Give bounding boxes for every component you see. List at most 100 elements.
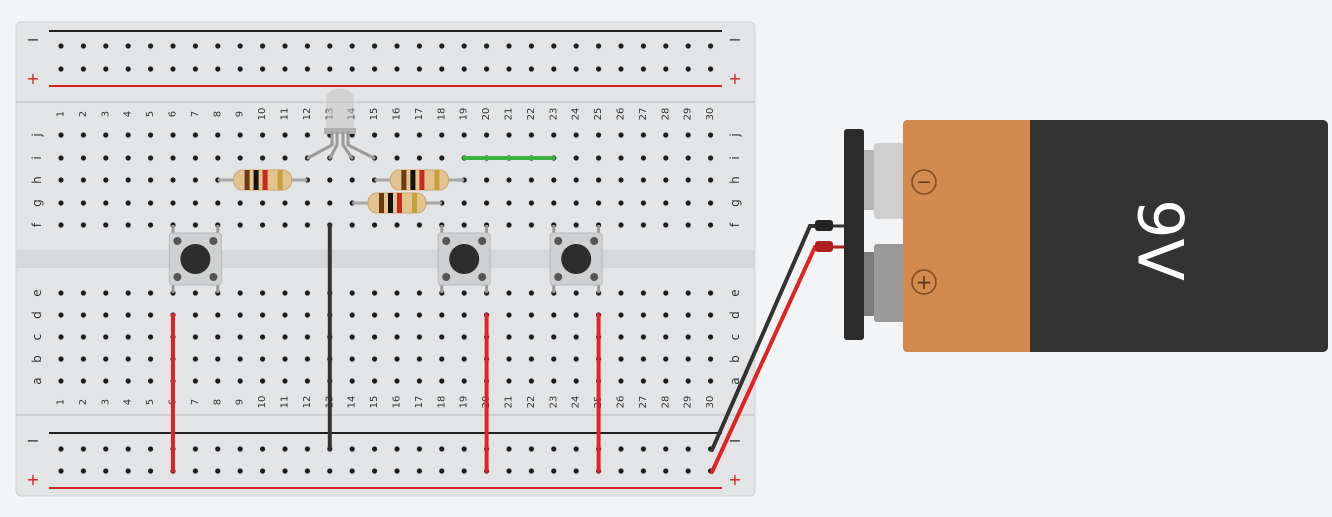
terminal-hole[interactable] [416,290,422,296]
rail-hole[interactable] [640,446,647,452]
terminal-hole[interactable] [349,312,355,318]
rail-hole[interactable] [439,66,445,72]
terminal-hole[interactable] [528,290,535,296]
terminal-hole[interactable] [58,132,64,138]
terminal-hole[interactable] [304,356,310,362]
rail-hole[interactable] [260,446,266,452]
rail-hole[interactable] [708,66,714,72]
rail-hole[interactable] [349,43,355,49]
terminal-hole[interactable] [192,356,198,362]
terminal-hole[interactable] [372,334,378,340]
rail-hole[interactable] [215,446,221,452]
terminal-hole[interactable] [58,290,64,296]
terminal-hole[interactable] [304,378,310,384]
terminal-hole[interactable] [528,177,535,183]
terminal-hole[interactable] [416,356,422,362]
terminal-hole[interactable] [663,356,669,362]
terminal-hole[interactable] [640,200,647,206]
terminal-hole[interactable] [192,378,198,384]
terminal-hole[interactable] [551,334,557,340]
terminal-hole[interactable] [148,200,154,206]
rail-hole[interactable] [551,43,557,49]
terminal-hole[interactable] [237,378,243,384]
terminal-hole[interactable] [260,312,266,318]
terminal-hole[interactable] [618,334,624,340]
terminal-hole[interactable] [484,177,490,183]
terminal-hole[interactable] [461,222,467,228]
terminal-hole[interactable] [685,132,691,138]
terminal-hole[interactable] [80,290,86,296]
terminal-hole[interactable] [439,132,445,138]
rail-hole[interactable] [80,446,86,452]
rail-hole[interactable] [551,446,557,452]
terminal-hole[interactable] [394,290,400,296]
rail-hole[interactable] [125,446,131,452]
terminal-hole[interactable] [260,334,266,340]
rail-hole[interactable] [618,446,624,452]
rail-hole[interactable] [484,43,490,49]
terminal-hole[interactable] [125,200,131,206]
rail-hole[interactable] [349,468,355,474]
terminal-hole[interactable] [103,290,109,296]
terminal-hole[interactable] [125,356,131,362]
terminal-hole[interactable] [58,312,64,318]
terminal-hole[interactable] [148,155,154,161]
terminal-hole[interactable] [461,356,467,362]
terminal-hole[interactable] [304,312,310,318]
rail-hole[interactable] [372,43,378,49]
terminal-hole[interactable] [125,155,131,161]
rail-hole[interactable] [663,446,669,452]
terminal-hole[interactable] [685,312,691,318]
rail-hole[interactable] [685,66,691,72]
rail-hole[interactable] [484,66,490,72]
terminal-hole[interactable] [58,356,64,362]
terminal-hole[interactable] [640,378,647,384]
terminal-hole[interactable] [573,334,579,340]
rail-hole[interactable] [125,468,131,474]
terminal-hole[interactable] [260,222,266,228]
terminal-hole[interactable] [192,312,198,318]
terminal-hole[interactable] [573,356,579,362]
battery-9v[interactable]: −+9V [710,120,1328,474]
terminal-hole[interactable] [170,200,176,206]
rail-hole[interactable] [685,446,691,452]
rail-hole[interactable] [573,468,579,474]
terminal-hole[interactable] [125,222,131,228]
terminal-hole[interactable] [484,132,490,138]
terminal-hole[interactable] [573,155,579,161]
rail-hole[interactable] [506,446,512,452]
terminal-hole[interactable] [640,334,647,340]
terminal-hole[interactable] [304,334,310,340]
rail-hole[interactable] [237,43,243,49]
rail-hole[interactable] [58,66,64,72]
rail-hole[interactable] [506,468,512,474]
terminal-hole[interactable] [663,312,669,318]
terminal-hole[interactable] [506,222,512,228]
rail-hole[interactable] [148,446,154,452]
terminal-hole[interactable] [237,132,243,138]
terminal-hole[interactable] [685,222,691,228]
terminal-hole[interactable] [416,132,422,138]
terminal-hole[interactable] [80,132,86,138]
terminal-hole[interactable] [103,155,109,161]
terminal-hole[interactable] [80,378,86,384]
terminal-hole[interactable] [708,155,714,161]
rail-hole[interactable] [192,43,198,49]
terminal-hole[interactable] [58,334,64,340]
terminal-hole[interactable] [237,356,243,362]
terminal-hole[interactable] [125,378,131,384]
terminal-hole[interactable] [148,312,154,318]
resistor-2[interactable] [374,169,465,191]
terminal-hole[interactable] [80,356,86,362]
terminal-hole[interactable] [618,312,624,318]
rail-hole[interactable] [80,66,86,72]
terminal-hole[interactable] [170,132,176,138]
terminal-hole[interactable] [708,334,714,340]
terminal-hole[interactable] [192,155,198,161]
terminal-hole[interactable] [80,177,86,183]
rail-hole[interactable] [640,43,647,49]
rail-hole[interactable] [685,43,691,49]
terminal-hole[interactable] [170,155,176,161]
rail-hole[interactable] [170,66,176,72]
terminal-hole[interactable] [237,200,243,206]
